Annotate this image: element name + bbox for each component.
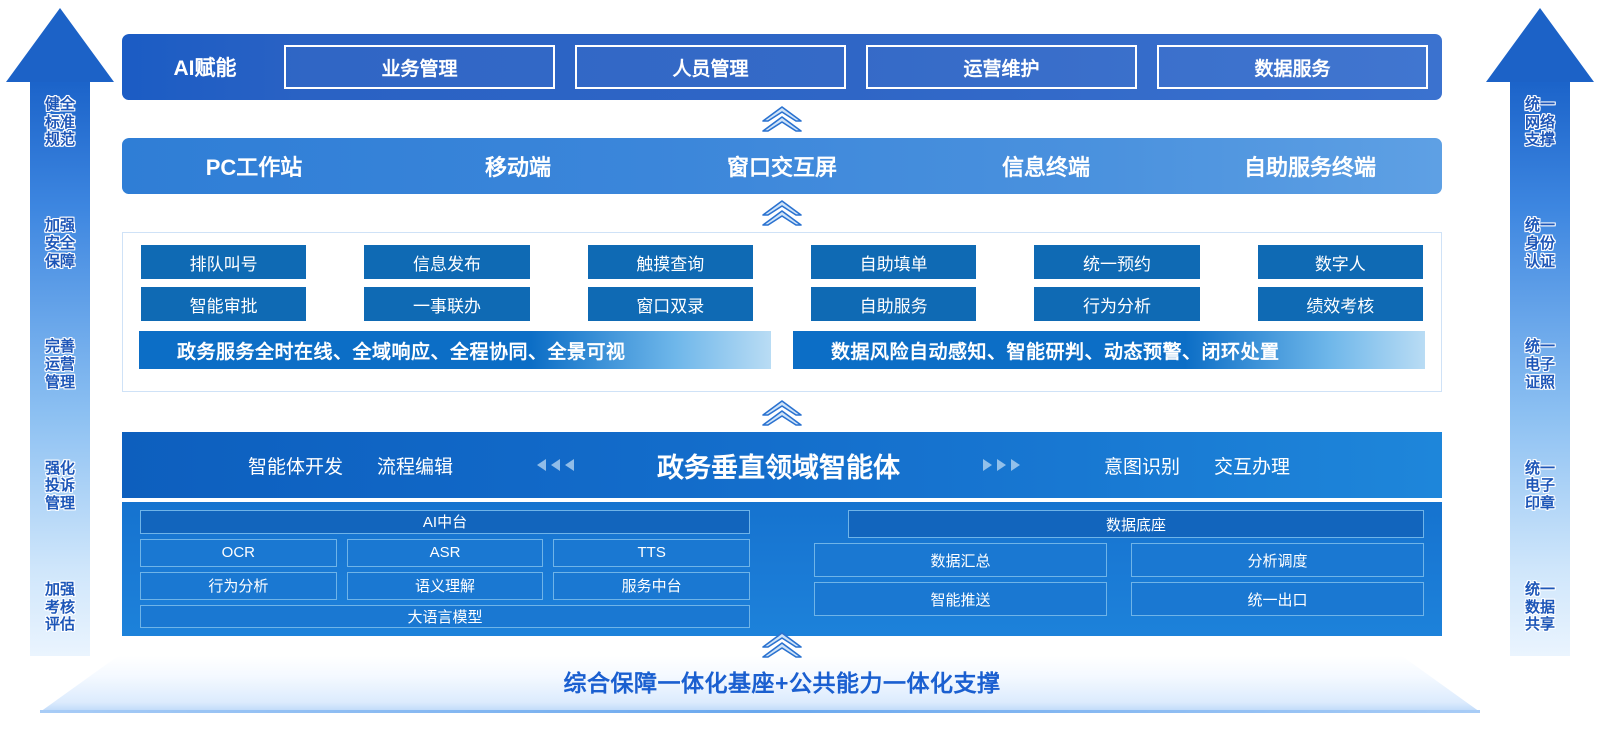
base-platform bbox=[40, 656, 1480, 712]
double-chevron-up-icon bbox=[760, 398, 804, 426]
service-panel: 排队叫号 信息发布 触摸查询 自助填单 统一预约 数字人 智能审批 一事联办 窗… bbox=[122, 232, 1442, 392]
left-pillar-shaft bbox=[30, 80, 90, 656]
right-pillar-label: 统一 身份 认证 bbox=[1524, 217, 1555, 270]
data-platform-cell-export[interactable]: 统一出口 bbox=[1131, 582, 1424, 616]
data-platform-panel: 数据底座 数据汇总 分析调度 智能推送 统一出口 bbox=[782, 508, 1430, 630]
footer-title: 综合保障一体化基座+公共能力一体化支撑 bbox=[563, 670, 1001, 696]
data-platform-cell-analysis[interactable]: 分析调度 bbox=[1131, 543, 1424, 577]
double-chevron-up-icon bbox=[760, 104, 804, 132]
left-pillar-label: 加强 考核 评估 bbox=[44, 580, 75, 634]
data-platform-row-1: 数据汇总 分析调度 bbox=[814, 543, 1424, 577]
terminal-item-mobile[interactable]: 移动端 bbox=[484, 155, 551, 180]
main-column: AI赋能 业务管理 人员管理 运营维护 数据服务 PC工作站 移动端 窗口交互屏… bbox=[122, 0, 1442, 700]
service-chip-grid: 排队叫号 信息发布 触摸查询 自助填单 统一预约 数字人 智能审批 一事联办 窗… bbox=[131, 241, 1433, 321]
data-platform-row-2: 智能推送 统一出口 bbox=[814, 582, 1424, 616]
left-pillar-label: 强化 投诉 管理 bbox=[44, 459, 75, 513]
right-pillar-arrow-head-icon bbox=[1486, 8, 1594, 82]
terminal-item-self-service[interactable]: 自助服务终端 bbox=[1243, 155, 1376, 180]
ai-platform-cell-asr[interactable]: ASR bbox=[346, 538, 544, 567]
double-chevron-up-icon bbox=[760, 630, 804, 658]
right-pillar-shaft bbox=[1510, 80, 1570, 656]
ai-platform-cell-ocr[interactable]: OCR bbox=[140, 538, 337, 567]
service-chip-behavior-analysis[interactable]: 行为分析 bbox=[1034, 287, 1200, 321]
ai-platform-cell-behavior[interactable]: 行为分析 bbox=[140, 571, 337, 600]
left-pillar-label: 完善 运营 管理 bbox=[44, 338, 75, 391]
service-chip-info-publish[interactable]: 信息发布 bbox=[364, 245, 530, 279]
service-chip-self-form[interactable]: 自助填单 bbox=[810, 245, 977, 279]
terminal-item-info-terminal[interactable]: 信息终端 bbox=[1001, 155, 1090, 180]
base-platform-edge bbox=[40, 710, 1480, 713]
service-banner-gov: 政务服务全时在线、全域响应、全程协同、全景可视 bbox=[139, 331, 771, 369]
terminal-item-pc[interactable]: PC工作站 bbox=[205, 155, 303, 180]
service-chip-one-thing[interactable]: 一事联办 bbox=[364, 287, 530, 321]
ai-empower-items: 业务管理 人员管理 运营维护 数据服务 bbox=[274, 45, 1428, 89]
agent-item-flow-edit[interactable]: 流程编辑 bbox=[377, 456, 454, 478]
service-chip-self-service[interactable]: 自助服务 bbox=[810, 287, 977, 321]
ai-platform-row-2: 行为分析 语义理解 服务中台 bbox=[140, 571, 751, 600]
ai-chip-data-service[interactable]: 数据服务 bbox=[1157, 45, 1428, 89]
service-banner-gov-text: 政务服务全时在线、全域响应、全程协同、全景可视 bbox=[177, 341, 626, 363]
ai-platform-header: AI中台 bbox=[140, 510, 750, 534]
right-pillar-label: 统一 电子 印章 bbox=[1524, 459, 1555, 513]
service-chip-queue[interactable]: 排队叫号 bbox=[141, 245, 307, 279]
agent-right-arrows-icon bbox=[983, 459, 1021, 471]
service-chip-performance[interactable]: 绩效考核 bbox=[1257, 287, 1423, 321]
data-platform-cell-push[interactable]: 智能推送 bbox=[814, 582, 1107, 616]
agent-center-title: 政务垂直领域智能体 bbox=[657, 452, 900, 483]
ai-platform-cell-tts[interactable]: TTS bbox=[553, 538, 751, 567]
ai-platform-cell-service-mid[interactable]: 服务中台 bbox=[553, 571, 751, 600]
service-banner-risk-text: 数据风险自动感知、智能研判、动态预警、闭环处置 bbox=[831, 341, 1280, 363]
right-pillar-label: 统一 网络 支撑 bbox=[1524, 96, 1555, 149]
agent-row: 智能体开发 流程编辑 政务垂直领域智能体 意图识别 交互办理 bbox=[122, 432, 1442, 498]
agent-item-interaction[interactable]: 交互办理 bbox=[1213, 456, 1290, 478]
left-pillar: 健全 标准 规范 加强 安全 保障 完善 运营 管理 强化 投诉 管理 加强 考 bbox=[6, 8, 114, 656]
right-pillar-labels: 统一 网络 支撑 统一 身份 认证 统一 电子 证照 统一 电子 印章 统一 数 bbox=[1510, 92, 1570, 652]
ai-empower-row: AI赋能 业务管理 人员管理 运营维护 数据服务 bbox=[122, 34, 1442, 100]
data-platform-header: 数据底座 bbox=[848, 510, 1424, 538]
ai-chip-business[interactable]: 业务管理 bbox=[284, 45, 555, 89]
double-chevron-up-icon bbox=[760, 198, 804, 226]
left-pillar-label: 加强 安全 保障 bbox=[44, 217, 75, 270]
right-pillar: 统一 网络 支撑 统一 身份 认证 统一 电子 证照 统一 电子 印章 统一 数 bbox=[1486, 8, 1594, 656]
service-chip-touch-query[interactable]: 触摸查询 bbox=[587, 245, 753, 279]
platform-row: AI中台 OCR ASR TTS 行为分析 语义理解 服务中台 大语言模型 数据… bbox=[122, 502, 1442, 636]
agent-left-arrows-icon bbox=[536, 459, 574, 471]
service-banner-risk: 数据风险自动感知、智能研判、动态预警、闭环处置 bbox=[793, 331, 1425, 369]
service-banner-row: 政务服务全时在线、全域响应、全程协同、全景可视 数据风险自动感知、智能研判、动态… bbox=[131, 321, 1433, 369]
right-pillar-label: 统一 电子 证照 bbox=[1524, 338, 1555, 391]
left-pillar-labels: 健全 标准 规范 加强 安全 保障 完善 运营 管理 强化 投诉 管理 加强 考 bbox=[30, 92, 90, 652]
service-chip-smart-approval[interactable]: 智能审批 bbox=[141, 287, 307, 321]
ai-chip-personnel[interactable]: 人员管理 bbox=[575, 45, 846, 89]
agent-item-intent[interactable]: 意图识别 bbox=[1103, 456, 1180, 478]
right-pillar-label: 统一 数据 共享 bbox=[1524, 580, 1555, 634]
service-chip-dual-record[interactable]: 窗口双录 bbox=[587, 287, 753, 321]
ai-platform-llm[interactable]: 大语言模型 bbox=[140, 604, 750, 628]
agent-item-develop[interactable]: 智能体开发 bbox=[248, 456, 344, 478]
service-chip-unified-booking[interactable]: 统一预约 bbox=[1034, 245, 1200, 279]
service-chip-digital-human[interactable]: 数字人 bbox=[1257, 245, 1423, 279]
left-pillar-arrow-head-icon bbox=[6, 8, 114, 82]
terminal-item-window-screen[interactable]: 窗口交互屏 bbox=[726, 155, 837, 180]
terminal-row: PC工作站 移动端 窗口交互屏 信息终端 自助服务终端 bbox=[122, 138, 1442, 194]
ai-chip-operations[interactable]: 运营维护 bbox=[866, 45, 1137, 89]
ai-platform-cell-semantic[interactable]: 语义理解 bbox=[346, 571, 544, 600]
left-pillar-label: 健全 标准 规范 bbox=[44, 96, 75, 149]
ai-platform-row-1: OCR ASR TTS bbox=[140, 538, 751, 567]
ai-empower-title: AI赋能 bbox=[173, 57, 237, 80]
data-platform-cell-aggregate[interactable]: 数据汇总 bbox=[814, 543, 1107, 577]
ai-platform-panel: AI中台 OCR ASR TTS 行为分析 语义理解 服务中台 大语言模型 bbox=[134, 508, 756, 630]
